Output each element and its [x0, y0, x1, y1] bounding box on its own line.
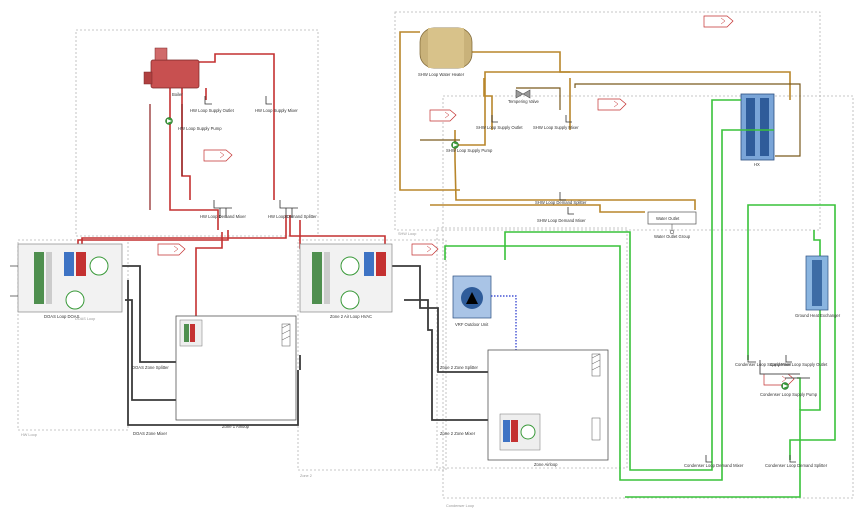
vrf-hx-label: HX — [754, 162, 760, 167]
hw-loop-piping-dark — [149, 104, 183, 210]
hw-supply-outlet-node[interactable] — [204, 96, 212, 105]
shw-loop-boundary — [394, 11, 821, 231]
shw-demand-splitter-label: SHW Loop Demand Splitter — [535, 200, 587, 205]
shw-water-heater[interactable] — [419, 27, 473, 69]
shw-supply-pump[interactable] — [451, 141, 459, 149]
loop-label-doas: DOAS Loop — [75, 317, 95, 321]
loop-label-zone: Zone 2 — [300, 474, 312, 478]
setpoint-manager-icons[interactable] — [157, 15, 795, 386]
shw-supply-outlet-node[interactable] — [491, 115, 498, 123]
air-loop-piping — [120, 265, 500, 426]
zone-boundary — [436, 227, 628, 469]
hw-supply-outlet-label: HW Loop Supply Outlet — [190, 108, 235, 113]
vrf-outdoor-unit[interactable] — [452, 275, 492, 319]
tempering-valve[interactable] — [515, 89, 531, 99]
cond-supply-pump-label: Condenser Loop Supply Pump — [760, 392, 818, 397]
condenser-loop-dark — [759, 360, 810, 379]
zone-hvac-label: Zone 2 Air Loop HVAC — [330, 314, 372, 319]
shw-supply-mixer-node[interactable] — [565, 115, 572, 123]
shw-demand-mixer-label: SHW Loop Demand Mixer — [537, 218, 586, 223]
loop-label-shw: SHW Loop — [398, 232, 416, 236]
shw-setpoint-icon-c — [703, 15, 734, 28]
zone-1-label: Zone 1 Airloop — [222, 424, 250, 429]
shw-setpoint-icon-b — [597, 98, 627, 111]
vrf-heat-exchanger[interactable] — [740, 93, 775, 161]
zone-1-box[interactable] — [175, 315, 297, 421]
diffuser-icons — [281, 323, 601, 441]
condenser-setpoint-icon — [763, 373, 795, 386]
hw-loop-supply-boundary — [75, 29, 319, 237]
shw-loop-piping-dark — [420, 83, 801, 157]
hw-supply-mixer-node[interactable] — [265, 96, 272, 105]
cond-demand-splitter-label: Condenser Loop Demand Splitter — [765, 463, 828, 468]
ground-heat-exchanger[interactable] — [805, 255, 829, 311]
shw-demand-mixer-node[interactable] — [567, 207, 574, 215]
shw-supply-mixer-label: SHW Loop Supply Mixer — [533, 125, 579, 130]
hw-setpoint-icon — [203, 149, 233, 162]
hw-demand-splitter-node[interactable] — [279, 200, 298, 218]
zone-splitter-label: Zone 2 Zone Splitter — [440, 365, 479, 370]
cond-demand-splitter-node[interactable] — [789, 455, 796, 463]
water-outlet-faucet — [669, 224, 675, 235]
cond-demand-mixer-node[interactable] — [705, 455, 712, 463]
doas-air-handler[interactable] — [17, 243, 123, 313]
setpoint-manager-marks — [173, 17, 787, 383]
hw-supply-mixer-label: HW Loop Supply Mixer — [255, 108, 298, 113]
hw-supply-pump-label: HW Loop Supply Pump — [178, 126, 222, 131]
zone-setpoint-icon — [411, 243, 439, 256]
hw-demand-splitter-label: HW Loop Demand Splitter — [268, 214, 317, 219]
doas-zone-splitter-label: DOAS Zone Splitter — [132, 365, 169, 370]
shw-setpoint-icon-a — [429, 109, 457, 122]
shw-loop-piping — [399, 31, 791, 213]
cond-supply-mixer-label: Condenser Loop Supply Mixer — [735, 362, 792, 367]
shw-demand-splitter-node[interactable] — [559, 192, 566, 201]
hw-demand-mixer-node[interactable] — [213, 200, 232, 218]
shw-supply-pump-label: SHW Loop Supply Pump — [446, 148, 493, 153]
boiler[interactable] — [143, 47, 200, 89]
shw-supply-outlet-label: SHW Loop Supply Outlet — [476, 125, 523, 130]
doas-loop-boundary — [297, 239, 447, 471]
hw-demand-mixer-label: HW Loop Demand Mixer — [200, 214, 246, 219]
zone-mixer-label: Zone 2 Zone Mixer — [440, 431, 476, 436]
water-outlet-label: Water Outlet — [656, 216, 680, 221]
cond-supply-outlet-node[interactable] — [785, 355, 792, 363]
loop-label-condenser: Condenser Loop — [446, 504, 474, 508]
hw-supply-pump[interactable] — [165, 117, 173, 125]
doas-arrow-icons — [10, 265, 18, 297]
boiler-label: Boiler — [172, 92, 183, 97]
vrf-outdoor-label: VRF Outdoor Unit — [455, 322, 489, 327]
doas-zone-mixer-label: DOAS Zone Mixer — [133, 431, 168, 436]
tempering-valve-label: Tempering Valve — [508, 99, 540, 104]
loop-boundaries — [17, 11, 854, 499]
cond-supply-pump[interactable] — [781, 382, 789, 390]
ground-hx-label: Ground Heat Exchanger — [795, 313, 841, 318]
doas-label: DOAS Loop DOAS — [44, 314, 80, 319]
cond-supply-outlet-label: Condenser Loop Supply Outlet — [770, 362, 828, 367]
zone-air-handler[interactable] — [299, 243, 393, 313]
shw-water-heater-label: SHW Loop Water Heater — [418, 72, 465, 77]
zone-2-box[interactable] — [487, 349, 609, 461]
loop-label-hw: HW Loop — [21, 433, 37, 437]
doas-setpoint-icon — [157, 243, 186, 256]
cond-supply-mixer-node[interactable] — [747, 355, 756, 363]
zone-2-label: Zone Airloop — [534, 462, 558, 467]
cond-demand-mixer-label: Condenser Loop Demand Mixer — [684, 463, 744, 468]
condenser-loop-boundary — [442, 95, 854, 499]
water-outlet-group-label: Water Outlet Group — [654, 234, 691, 239]
